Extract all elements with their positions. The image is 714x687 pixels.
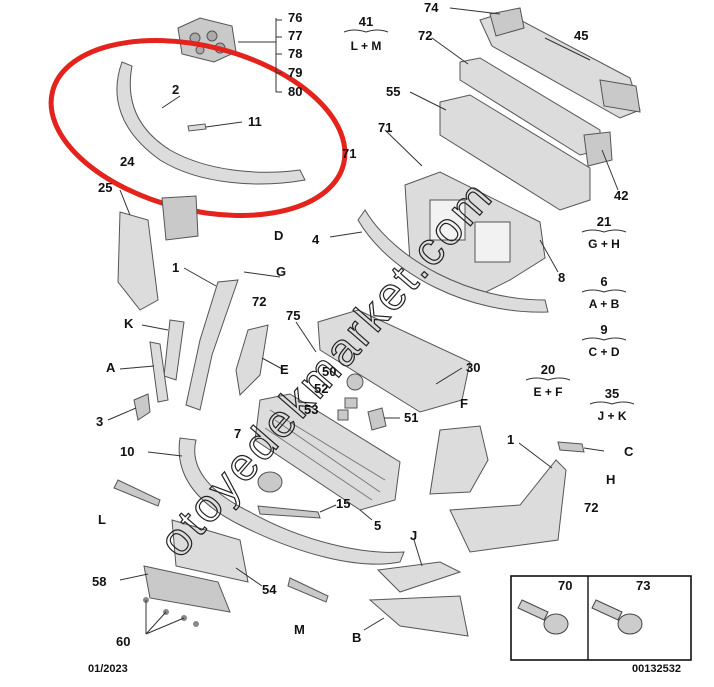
part-bumper-skin: [178, 437, 405, 565]
kit-number: 6: [600, 274, 607, 289]
callout-51: 51: [404, 410, 418, 425]
callout-8: 8: [558, 270, 565, 285]
part-grille-frame: [404, 171, 546, 301]
callout-77: 77: [288, 28, 302, 43]
part-impact-beam: [479, 7, 641, 119]
kit-number: 21: [597, 214, 611, 229]
callout-10: 10: [120, 444, 134, 459]
callout-labels: 74 76 77 78 79 80 72 45 2 11 55 71 42 24…: [92, 0, 650, 649]
part-bumper-side-left: [185, 279, 269, 411]
part-deflector-b: [368, 595, 469, 637]
callout-71: 71: [378, 120, 392, 135]
callout-3: 3: [96, 414, 103, 429]
part-trims-left: [133, 319, 185, 421]
callout-52: 52: [314, 381, 328, 396]
part-bumper-corner-right: [449, 441, 585, 553]
part-bumper-upper-beam: [357, 209, 549, 313]
part-clip-box: [177, 17, 237, 63]
callout-H: H: [606, 472, 615, 487]
screw-70-icon: [517, 599, 569, 635]
callout-24: 24: [120, 154, 135, 169]
callout-72b: 72: [252, 294, 266, 309]
part-absorber: [439, 94, 591, 211]
callout-G: G: [276, 264, 286, 279]
callout-50: 50: [322, 364, 336, 379]
callout-J: J: [410, 528, 417, 543]
kit-9: 9 C + D: [581, 322, 627, 359]
callout-71b: 71: [342, 146, 356, 161]
callout-L: L: [98, 512, 106, 527]
callout-B: B: [352, 630, 361, 645]
footer-date: 01/2023: [88, 663, 128, 675]
kit-21: 21 G + H: [581, 214, 627, 251]
kit-parts: A + B: [589, 297, 620, 311]
part-upper-trim: [116, 61, 306, 185]
kit-parts: L + M: [351, 39, 382, 53]
kit-20: 20 E + F: [525, 362, 571, 399]
part-logo: [257, 471, 283, 493]
callout-54: 54: [262, 582, 277, 597]
callout-M: M: [294, 622, 305, 637]
part-skid-plate: [171, 519, 249, 583]
fastener-box: [510, 575, 692, 661]
part-sensors: [337, 373, 387, 431]
kit-parts: C + D: [588, 345, 619, 359]
kit-35: 35 J + K: [589, 386, 635, 423]
callout-73: 73: [636, 578, 650, 593]
kit-parts: E + F: [533, 385, 562, 399]
leader-lines: [107, 7, 619, 635]
callout-72c: 72: [584, 500, 598, 515]
callout-55: 55: [386, 84, 400, 99]
part-lower-insert: [317, 309, 471, 413]
part-strip-l: [113, 479, 161, 507]
callout-F: F: [460, 396, 468, 411]
kit-parts: J + K: [597, 409, 626, 423]
kit-number: 20: [541, 362, 555, 377]
callout-76: 76: [288, 10, 302, 25]
callout-E: E: [280, 362, 289, 377]
callout-4: 4: [312, 232, 320, 247]
callout-70: 70: [558, 578, 572, 593]
kit-number: 41: [359, 14, 373, 29]
callout-5: 5: [374, 518, 381, 533]
callout-K: K: [124, 316, 134, 331]
callout-53: 53: [304, 402, 318, 417]
part-chrome-strip: [257, 505, 321, 519]
part-lower-trim-58: [143, 565, 231, 613]
kit-number: 35: [605, 386, 619, 401]
callout-74: 74: [424, 0, 439, 15]
part-side-bracket-left: [117, 195, 199, 311]
callout-1b: 1: [507, 432, 514, 447]
screw-73-icon: [591, 599, 643, 635]
callout-80: 80: [288, 84, 302, 99]
kit-parts: G + H: [588, 237, 620, 251]
callout-30: 30: [466, 360, 480, 375]
part-main-grille: [254, 393, 401, 511]
callout-78: 78: [288, 46, 302, 61]
callout-A: A: [106, 360, 116, 375]
callout-79: 79: [288, 65, 302, 80]
part-fender-bracket: [429, 425, 489, 495]
callout-C: C: [624, 444, 634, 459]
callout-45: 45: [574, 28, 588, 43]
callout-1: 1: [172, 260, 179, 275]
part-strip-m: [287, 577, 329, 603]
kit-number: 9: [600, 322, 607, 337]
callout-D: D: [274, 228, 283, 243]
kit-6: 6 A + B: [581, 274, 627, 311]
footer-ref-code: 00132532: [632, 663, 681, 675]
callout-15: 15: [336, 496, 350, 511]
callout-42: 42: [614, 188, 628, 203]
callout-2: 2: [172, 82, 179, 97]
callout-11: 11: [248, 114, 262, 129]
callout-25: 25: [98, 180, 112, 195]
kit-41: 41 L + M: [343, 14, 389, 53]
callout-72: 72: [418, 28, 432, 43]
callout-75: 75: [286, 308, 300, 323]
callout-60: 60: [116, 634, 130, 649]
callout-58: 58: [92, 574, 106, 589]
callout-7: 7: [234, 426, 241, 441]
part-deflector-j: [376, 561, 462, 593]
